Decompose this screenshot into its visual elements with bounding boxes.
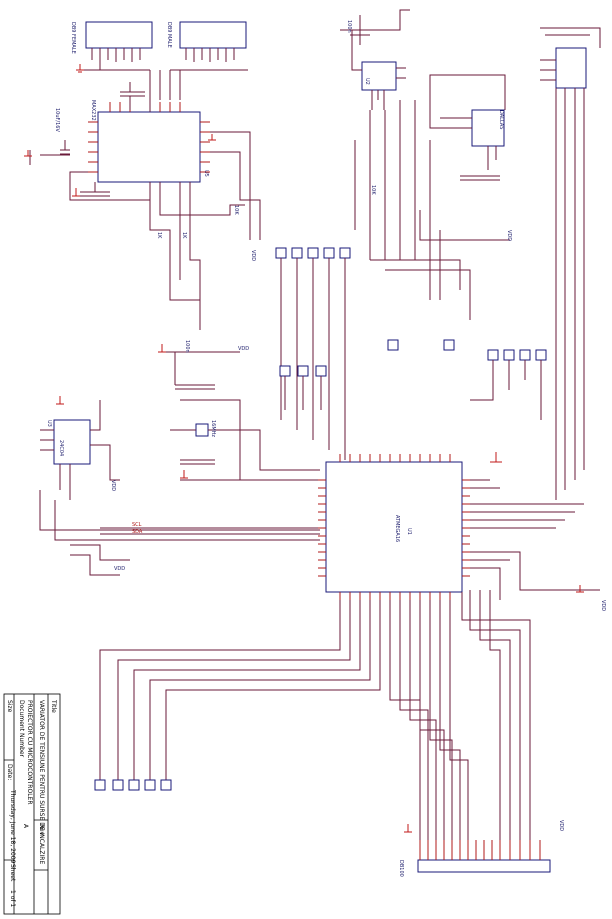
vdd-label-2: VDD	[600, 600, 606, 611]
tb-date-value: Thursday, June 18, 2009	[9, 789, 16, 864]
title-block	[3, 693, 61, 915]
tb-title-label: Title	[50, 699, 57, 713]
db100-label: DB100	[398, 860, 404, 877]
db9-right-label: DB9 MALE	[166, 22, 172, 48]
crystal-block	[160, 351, 320, 481]
tb-size-value: A	[22, 824, 29, 829]
max232-ic	[88, 102, 210, 183]
r-label-2: 1K	[181, 232, 187, 239]
r-label-3: 10K	[233, 205, 239, 215]
cap-label-1: 100n	[184, 340, 190, 353]
crystal-label: 16MHz	[210, 420, 216, 437]
dallas-ic	[429, 74, 506, 181]
u5-part: MAX232	[90, 100, 96, 121]
electrolytic-label: 10uF/16V	[54, 108, 60, 132]
vdd-label-6: VDD	[110, 480, 116, 491]
vdd-label-3: VDD	[558, 820, 564, 831]
net-sda: SDA	[132, 529, 143, 535]
tb-date-label: Date:	[6, 764, 13, 780]
db9-left-connector	[80, 21, 153, 71]
u1-ref: U1	[406, 528, 412, 535]
tb-size-label: Size	[6, 700, 13, 713]
u3-part: 24C04	[58, 440, 64, 456]
jumper-row-top	[275, 247, 351, 460]
vdd-label-4: VDD	[250, 250, 256, 261]
r-bank-label: 10K	[370, 185, 376, 195]
vdd-label-7: VDD	[506, 230, 512, 241]
db9-right-connector	[170, 21, 248, 71]
r-label-1: 1K	[156, 232, 162, 239]
u2-cap: 100n	[346, 20, 352, 33]
u2-ref: U2	[364, 78, 370, 85]
top-right-connector	[540, 27, 601, 500]
net-scl: SCL	[132, 522, 142, 528]
jumper-row-bottom	[94, 779, 172, 791]
jumper-row-mid	[279, 339, 547, 420]
tb-title: VARIATOR DE TENSIUNE PENTRU SURSE DE INC…	[38, 700, 45, 864]
u5-ref: U5	[203, 170, 209, 177]
atmega16-mcu	[318, 454, 470, 600]
eeprom-24c04	[39, 400, 320, 541]
vdd-label-1: VDD	[114, 566, 125, 572]
u1-part: ATMEGA16	[394, 515, 400, 542]
tb-subtitle: PROIECTOR CU MICROCONTROLER	[26, 700, 33, 805]
u3-ref: U3	[46, 420, 52, 427]
tb-sheet-label: Sheet	[9, 864, 16, 882]
tb-sheet-value: 1 of 1	[9, 890, 16, 907]
ds1307-ic	[340, 9, 410, 110]
db100-connector	[417, 840, 551, 873]
vdd-label-5: VDD	[238, 346, 249, 352]
u4-part: DALLAS	[498, 110, 504, 129]
db9-left-label: DB9 FEMALE	[70, 22, 76, 54]
tb-doc-number: Document Number	[18, 700, 25, 758]
tb-rev-label: Rev	[38, 824, 45, 836]
